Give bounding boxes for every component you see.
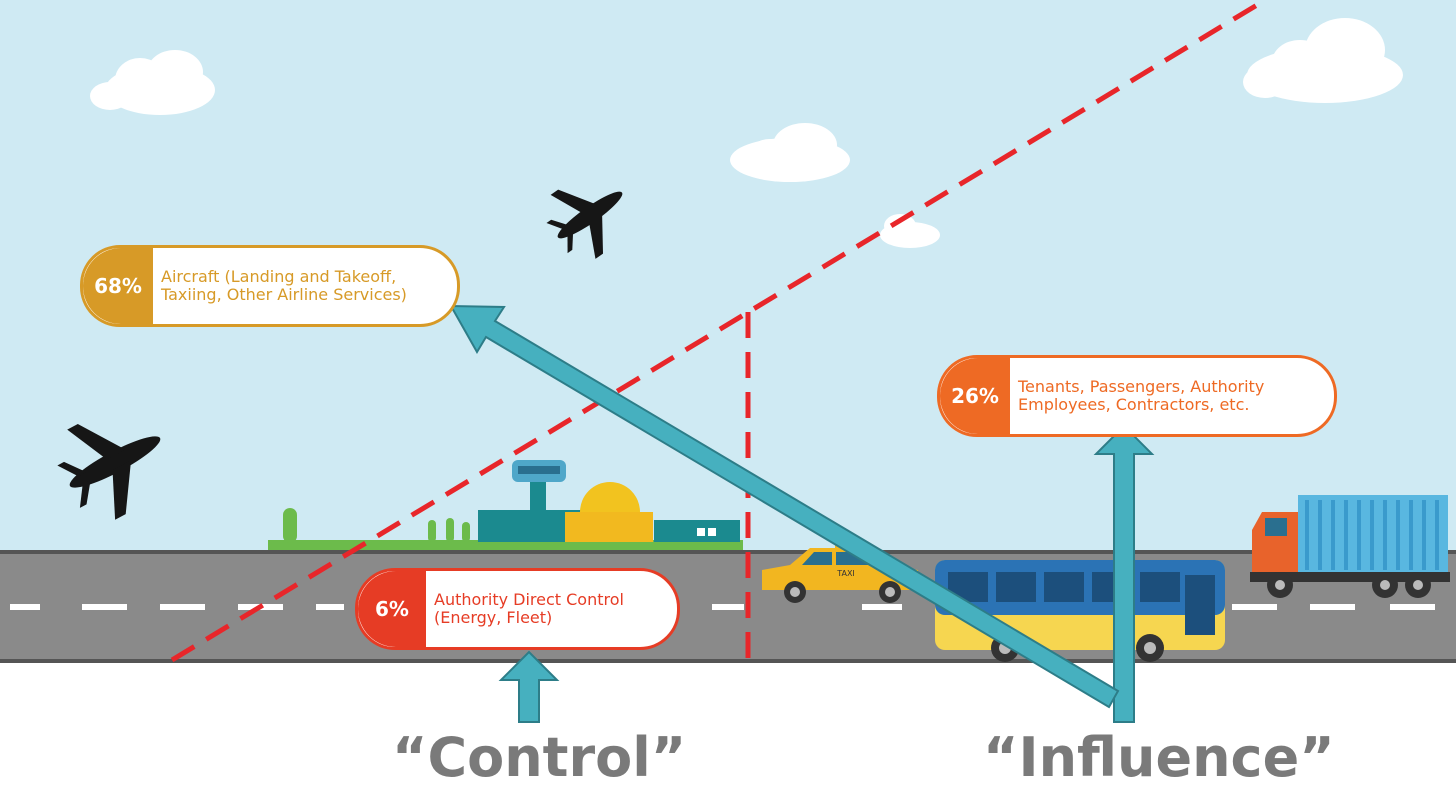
cloud-icon	[1243, 18, 1403, 103]
airport-terminal	[268, 460, 743, 550]
aircraft-emissions-callout: 68% Aircraft (Landing and Takeoff, Taxii…	[80, 245, 460, 327]
authority-percent: 6%	[358, 571, 426, 647]
influence-boundary-diagonal	[170, 0, 1264, 663]
truck-icon	[1250, 495, 1450, 598]
road-bottom-edge	[0, 659, 1456, 663]
control-arrow	[498, 650, 560, 723]
cloud-icon	[730, 123, 850, 182]
influence-arrow-diagonal	[449, 304, 1120, 709]
cloud-icon	[880, 214, 940, 248]
authority-description: Authority Direct Control (Energy, Fleet)	[434, 589, 624, 627]
tenants-emissions-callout: 26% Tenants, Passengers, Authority Emplo…	[937, 355, 1337, 437]
tenants-percent: 26%	[940, 358, 1010, 434]
influence-arrow-up	[1093, 424, 1155, 723]
influence-label: “Influence”	[983, 726, 1335, 789]
aircraft-description: Aircraft (Landing and Takeoff, Taxiing, …	[161, 266, 407, 304]
control-label: “Control”	[392, 726, 687, 789]
road-top-edge	[0, 550, 1456, 554]
airplane-icon	[546, 189, 623, 259]
taxi-sign: TAXI	[836, 569, 855, 578]
airplane-icon	[57, 424, 161, 520]
ground-background	[0, 662, 1456, 787]
aircraft-percent: 68%	[83, 248, 153, 324]
tenants-description: Tenants, Passengers, Authority Employees…	[1018, 376, 1265, 414]
authority-emissions-callout: 6% Authority Direct Control (Energy, Fle…	[355, 568, 680, 650]
cloud-icon	[90, 50, 215, 115]
